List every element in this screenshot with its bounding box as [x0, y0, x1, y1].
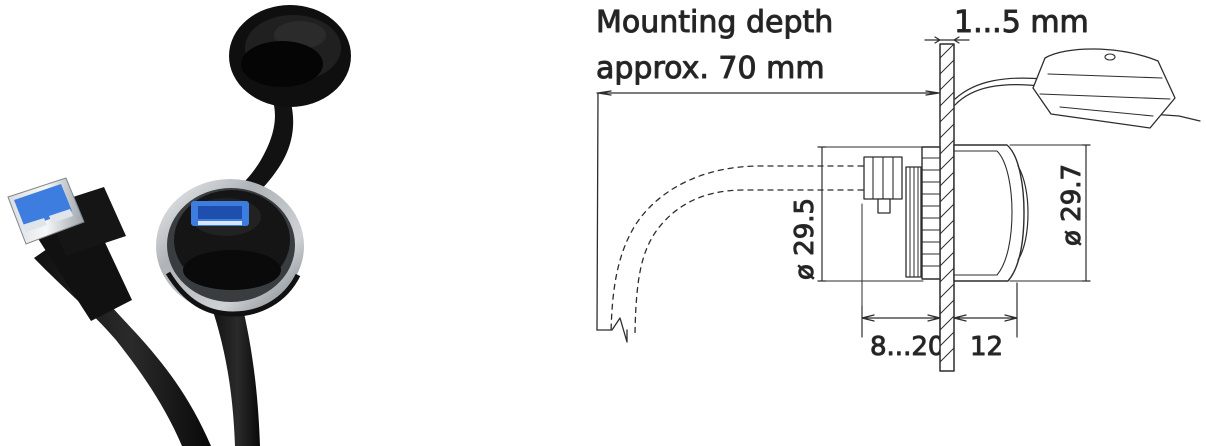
cable-outline-dashed: [610, 165, 864, 334]
front-body: [953, 144, 1025, 282]
front-depth-label: 12: [970, 332, 1003, 362]
inner-diameter-label: ø 29.5: [790, 198, 820, 280]
product-photo: [7, 5, 351, 446]
rear-nut: [921, 146, 941, 280]
cap-outline: [1032, 48, 1176, 129]
mounting-panel: [939, 43, 955, 372]
technical-drawing: Mounting depth approx. 70 mm 1...5 mm ø …: [596, 5, 1201, 372]
panel-hatching: [939, 43, 955, 363]
mounting-depth-dimension-line: [596, 90, 940, 331]
rear-depth-label: 8...20: [870, 332, 944, 362]
usb-plug-cable-icon: [7, 177, 211, 446]
mounting-depth-value: approx. 70 mm: [596, 51, 825, 86]
socket-cable-icon: [210, 300, 260, 446]
outer-diameter-label: ø 29.7: [1057, 164, 1087, 246]
rear-depth-dimension: [861, 305, 941, 338]
panel-thickness-label: 1...5 mm: [954, 5, 1089, 40]
panel-thickness-dimension: [924, 36, 970, 44]
cable-inner-dashed: [634, 189, 864, 334]
protective-cap-icon: [229, 5, 351, 107]
cable-break-symbol: [596, 317, 628, 343]
mounting-depth-title: Mounting depth: [596, 5, 833, 40]
usb-panel-socket-icon: [156, 179, 304, 317]
front-depth-dimension: [953, 282, 1018, 338]
